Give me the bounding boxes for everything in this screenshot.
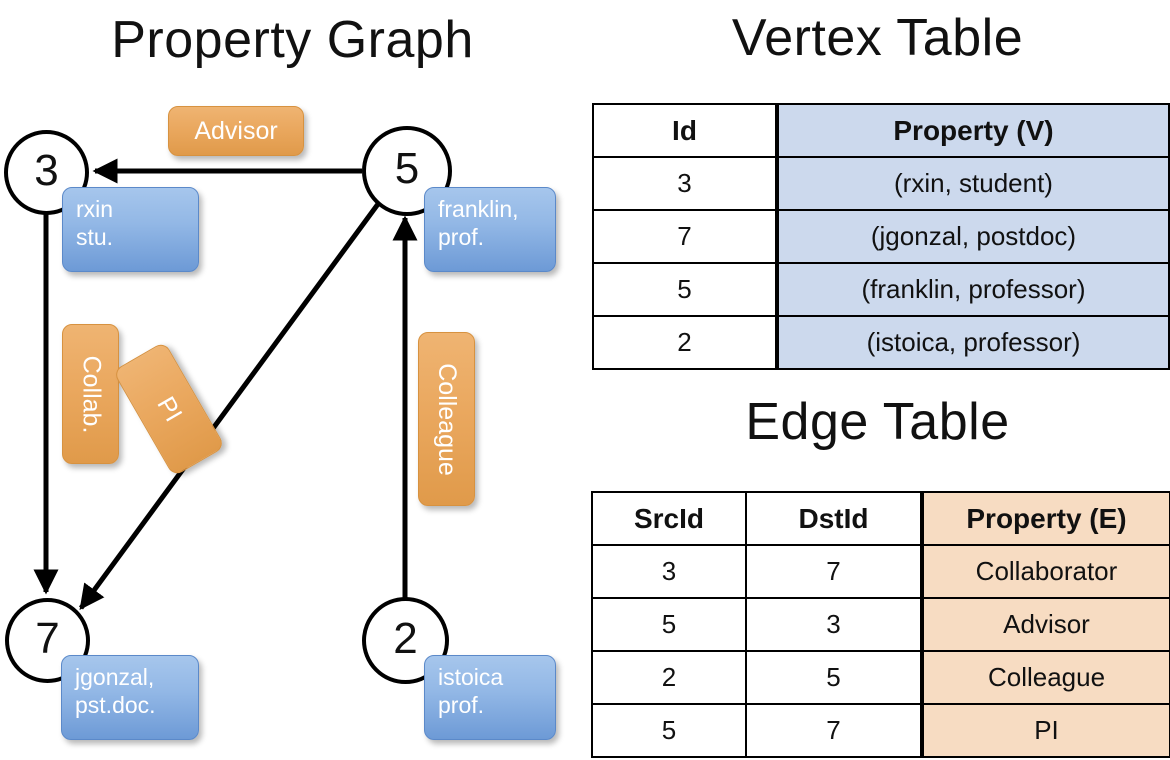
edge-label-advisor-text: Advisor: [194, 116, 278, 145]
table-header-row: Id Property (V): [592, 103, 1170, 158]
vertex-cell-property: (jgonzal, postdoc): [775, 209, 1170, 264]
edge-col-dstid: DstId: [745, 491, 923, 546]
table-row[interactable]: 7 (jgonzal, postdoc): [592, 209, 1170, 264]
edge-label-collab-text: Collab.: [77, 355, 106, 433]
edge-label-colleague: Colleague: [418, 332, 475, 506]
graph-node-5-label: 5: [394, 144, 420, 193]
edge-cell-dstid: 7: [745, 703, 923, 758]
page-title-property-graph: Property Graph: [111, 11, 474, 69]
vertex-table: Id Property (V) 3 (rxin, student) 7 (jgo…: [592, 103, 1170, 370]
table-row[interactable]: 2 5 Colleague: [591, 650, 1170, 705]
edge-label-collab: Collab.: [62, 324, 119, 464]
edge-5-to-7-pi: [78, 202, 381, 611]
edge-col-property: Property (E): [920, 491, 1170, 546]
vertex-cell-property: (istoica, professor): [775, 315, 1170, 370]
graph-node-3-label: 3: [34, 145, 59, 195]
edge-cell-dstid: 7: [745, 544, 923, 599]
vertex-cell-id: 7: [592, 209, 778, 264]
edge-label-advisor: Advisor: [168, 106, 304, 156]
edge-table: SrcId DstId Property (E) 3 7 Collaborato…: [591, 491, 1170, 758]
table-row[interactable]: 2 (istoica, professor): [592, 315, 1170, 370]
vertex-cell-id: 3: [592, 156, 778, 211]
vertex-property-box-2: istoica prof.: [424, 655, 556, 740]
vertex-cell-id: 5: [592, 262, 778, 317]
edge-cell-srcid: 5: [591, 703, 747, 758]
graph-edges-svg: [33, 158, 418, 611]
edge-cell-srcid: 5: [591, 597, 747, 652]
vertex-cell-property: (rxin, student): [775, 156, 1170, 211]
edge-cell-property: Advisor: [920, 597, 1170, 652]
page-title-vertex-table: Vertex Table: [731, 9, 1024, 67]
edge-cell-property: PI: [920, 703, 1170, 758]
edge-cell-srcid: 3: [591, 544, 747, 599]
edge-label-colleague-text: Colleague: [433, 362, 461, 476]
edge-cell-property: Collaborator: [920, 544, 1170, 599]
page-title-edge-table: Edge Table: [745, 393, 1010, 451]
edge-col-srcid: SrcId: [591, 491, 747, 546]
edge-cell-dstid: 5: [745, 650, 923, 705]
vertex-col-property: Property (V): [775, 103, 1170, 158]
vertex-cell-id: 2: [592, 315, 778, 370]
graph-node-5[interactable]: 5: [362, 126, 452, 216]
table-row[interactable]: 3 7 Collaborator: [591, 544, 1170, 599]
vertex-property-box-5: franklin, prof.: [424, 187, 556, 272]
graph-node-2-label: 2: [393, 613, 418, 663]
graph-node-7-label: 7: [35, 613, 60, 663]
edge-cell-dstid: 3: [745, 597, 923, 652]
vertex-col-id: Id: [592, 103, 778, 158]
edge-cell-srcid: 2: [591, 650, 747, 705]
edge-cell-property: Colleague: [920, 650, 1170, 705]
table-header-row: SrcId DstId Property (E): [591, 491, 1170, 546]
table-row[interactable]: 3 (rxin, student): [592, 156, 1170, 211]
vertex-property-box-7: jgonzal, pst.doc.: [61, 655, 199, 740]
property-graph-diagram: 3 5 7 2 rxin stu. franklin, prof. jgonza…: [4, 106, 556, 740]
edge-label-pi-text: PI: [151, 391, 188, 426]
table-row[interactable]: 5 3 Advisor: [591, 597, 1170, 652]
vertex-property-box-3: rxin stu.: [62, 187, 199, 272]
table-row[interactable]: 5 7 PI: [591, 703, 1170, 758]
table-row[interactable]: 5 (franklin, professor): [592, 262, 1170, 317]
vertex-cell-property: (franklin, professor): [775, 262, 1170, 317]
graph-node-2[interactable]: 2: [362, 597, 449, 684]
